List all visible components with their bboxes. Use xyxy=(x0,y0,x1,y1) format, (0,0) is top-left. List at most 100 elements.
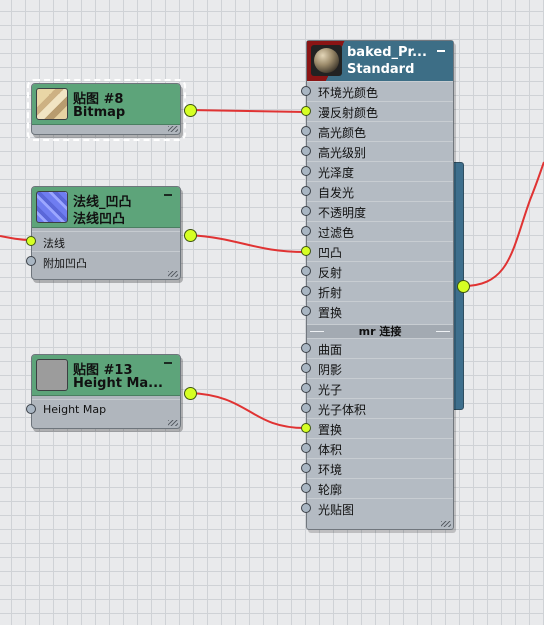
slot-label: 置换 xyxy=(318,306,343,320)
material-slot[interactable]: 置换 xyxy=(301,301,453,322)
node-bitmap-8[interactable]: 贴图 #8 Bitmap xyxy=(31,83,197,135)
slot-port-icon[interactable] xyxy=(301,443,311,453)
node-material-standard[interactable]: baked_Pr... Standard 环境光颜色 漫反射颜色 高光颜色 高光… xyxy=(301,40,454,530)
mr-slot[interactable]: 体积 xyxy=(301,438,453,459)
mr-section-header[interactable]: mr 连接 xyxy=(307,324,453,338)
mr-slot[interactable]: 轮廓 xyxy=(301,478,453,499)
material-slot[interactable]: 环境光颜色 xyxy=(301,81,453,102)
mr-slot[interactable]: 环境 xyxy=(301,458,453,479)
slot-port-icon[interactable] xyxy=(301,226,311,236)
slot-port-connected-icon[interactable] xyxy=(301,246,311,256)
slot-port-connected-icon[interactable] xyxy=(301,423,311,433)
material-slot[interactable]: 过滤色 xyxy=(301,221,453,242)
material-slot[interactable]: 高光级别 xyxy=(301,141,453,162)
material-sphere-icon xyxy=(311,45,342,76)
material-slot[interactable]: 不透明度 xyxy=(301,201,453,222)
slot-port-icon[interactable] xyxy=(301,306,311,316)
slot-label: 光子体积 xyxy=(318,403,367,417)
slot-label: 光子 xyxy=(318,383,343,397)
mr-slot[interactable]: 曲面 xyxy=(301,338,453,359)
material-subtitle: Standard xyxy=(347,62,415,77)
node-header[interactable]: 贴图 #13 Height Ma... xyxy=(32,355,180,396)
port-icon[interactable] xyxy=(26,256,36,266)
slot-port-icon[interactable] xyxy=(301,266,311,276)
height-map-thumbnail-icon xyxy=(36,359,68,391)
slot-port-icon[interactable] xyxy=(301,383,311,393)
normal-map-thumbnail-icon xyxy=(36,191,68,223)
bitmap-thumbnail-icon xyxy=(36,88,68,120)
wire-bitmap8-to-diffuse xyxy=(188,109,306,113)
slot-port-icon[interactable] xyxy=(301,286,311,296)
slot-label: 曲面 xyxy=(318,343,343,357)
minimize-icon[interactable] xyxy=(164,362,172,364)
slot-port-icon[interactable] xyxy=(301,166,311,176)
output-port[interactable] xyxy=(184,104,197,117)
port-connected-icon[interactable] xyxy=(26,236,36,246)
wire-map13-to-displacement xyxy=(188,392,306,429)
resize-grip-icon[interactable] xyxy=(441,521,451,527)
minimize-icon[interactable] xyxy=(437,50,445,52)
node-subtitle: Bitmap xyxy=(73,105,126,120)
output-port[interactable] xyxy=(184,229,197,242)
node-header[interactable]: 法线_凹凸 法线凹凸 xyxy=(32,187,180,228)
slot-label: 阴影 xyxy=(318,363,343,377)
slot-label: 体积 xyxy=(318,443,343,457)
slot-label: 高光级别 xyxy=(318,146,367,160)
output-port[interactable] xyxy=(184,387,197,400)
slot-label: 光贴图 xyxy=(318,503,355,517)
slot-label: 自发光 xyxy=(318,186,355,200)
slot-port-icon[interactable] xyxy=(301,206,311,216)
wire-material-output xyxy=(462,161,544,287)
slot-port-icon[interactable] xyxy=(301,503,311,513)
slot-port-icon[interactable] xyxy=(301,463,311,473)
mr-slot[interactable]: 光子 xyxy=(301,378,453,399)
node-title: 贴图 #13 xyxy=(73,363,133,378)
input-port-row[interactable]: Height Map xyxy=(26,399,180,420)
slot-port-icon[interactable] xyxy=(301,146,311,156)
slot-label: 反射 xyxy=(318,266,343,280)
slot-port-icon[interactable] xyxy=(301,86,311,96)
node-subtitle: Height Ma... xyxy=(73,376,163,391)
slot-port-icon[interactable] xyxy=(301,363,311,373)
slot-port-icon[interactable] xyxy=(301,343,311,353)
resize-grip-icon[interactable] xyxy=(168,271,178,277)
node-title: 法线_凹凸 xyxy=(73,195,132,210)
slot-label: 置换 xyxy=(318,423,343,437)
material-title: baked_Pr... xyxy=(347,45,427,60)
input-port-row[interactable]: 法线 xyxy=(26,231,180,252)
resize-grip-icon[interactable] xyxy=(168,420,178,426)
node-map-13[interactable]: 贴图 #13 Height Ma... Height Map xyxy=(26,354,197,429)
slot-port-icon[interactable] xyxy=(301,186,311,196)
slot-port-icon[interactable] xyxy=(301,403,311,413)
slot-label: 环境 xyxy=(318,463,343,477)
minimize-icon[interactable] xyxy=(164,194,172,196)
material-slot[interactable]: 高光颜色 xyxy=(301,121,453,142)
wire-normalbump-to-bump xyxy=(188,234,306,253)
slot-port-icon[interactable] xyxy=(301,126,311,136)
material-slot[interactable]: 光泽度 xyxy=(301,161,453,182)
slot-label: 折射 xyxy=(318,286,343,300)
slot-label: 光泽度 xyxy=(318,166,355,180)
resize-grip-icon[interactable] xyxy=(168,126,178,132)
slot-port-connected-icon[interactable] xyxy=(301,106,311,116)
input-port-row[interactable]: 附加凹凸 xyxy=(26,251,180,272)
node-normal-bump[interactable]: 法线_凹凸 法线凹凸 法线 附加凹凸 xyxy=(26,186,197,280)
port-icon[interactable] xyxy=(26,404,36,414)
node-title: 贴图 #8 xyxy=(73,92,124,107)
material-output-port[interactable] xyxy=(457,280,470,293)
mr-slot[interactable]: 阴影 xyxy=(301,358,453,379)
material-slot[interactable]: 反射 xyxy=(301,261,453,282)
material-slot[interactable]: 凹凸 xyxy=(301,241,453,262)
material-slot[interactable]: 自发光 xyxy=(301,181,453,202)
slot-label: 环境光颜色 xyxy=(318,86,379,100)
mr-slot[interactable]: 光子体积 xyxy=(301,398,453,419)
mr-slot[interactable]: 置换 xyxy=(301,418,453,439)
material-slot[interactable]: 折射 xyxy=(301,281,453,302)
slot-label: 过滤色 xyxy=(318,226,355,240)
slot-label: 轮廓 xyxy=(318,483,343,497)
slot-port-icon[interactable] xyxy=(301,483,311,493)
mr-slot[interactable]: 光贴图 xyxy=(301,498,453,519)
node-header[interactable]: 贴图 #8 Bitmap xyxy=(32,84,180,125)
material-header[interactable]: baked_Pr... Standard xyxy=(307,41,453,81)
material-slot[interactable]: 漫反射颜色 xyxy=(301,101,453,122)
